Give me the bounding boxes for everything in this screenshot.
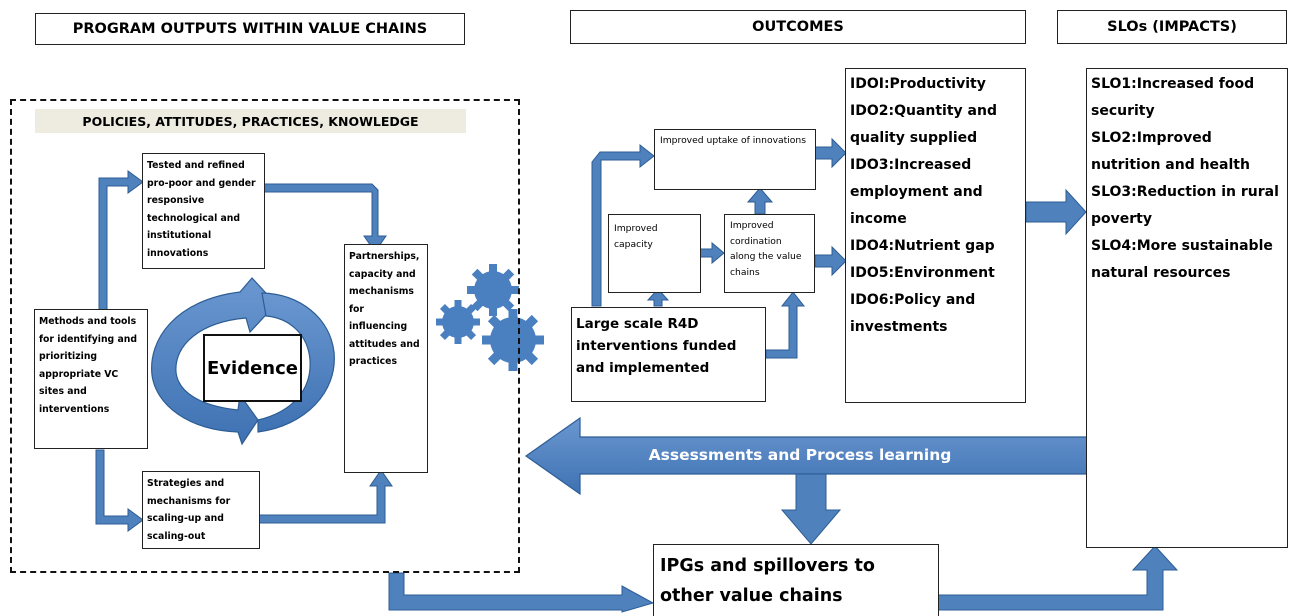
header-slos: SLOs (IMPACTS): [1057, 10, 1287, 44]
slo-box: SLO1:Increased food security SLO2:Improv…: [1086, 68, 1288, 548]
ido-item: IDO2:Quantity and quality supplied: [850, 103, 997, 146]
evidence-cycle-arrows: [151, 277, 335, 446]
arrow-ipgs-to-slo: [937, 545, 1179, 611]
slo-item: SLO3:Reduction in rural poverty: [1091, 184, 1279, 227]
policies-bar: POLICIES, ATTITUDES, PRACTICES, KNOWLEDG…: [35, 109, 466, 133]
evidence-box: Evidence: [203, 334, 302, 402]
ido-item: IDO5:Environment: [850, 265, 995, 281]
program-outputs-region: [10, 99, 520, 573]
arrow-coordination-to-uptake: [746, 187, 774, 215]
header-outcomes: OUTCOMES: [570, 10, 1026, 44]
cycle-arrow-right: [257, 292, 335, 433]
box-improved-coordination: Improved cordination along the value cha…: [724, 214, 815, 293]
arrow-methods-to-strategies: [95, 449, 144, 532]
box-large-scale: Large scale R4D interventions funded and…: [571, 307, 766, 402]
box-strategies: Strategies and mechanisms for scaling-up…: [142, 471, 260, 549]
cycle-arrow-left: [151, 277, 277, 446]
box-tested-refined: Tested and refined pro-poor and gender r…: [142, 153, 265, 269]
arrow-coordination-to-ido: [814, 245, 847, 277]
ido-item: IDO6:Policy and investments: [850, 292, 976, 335]
box-methods-tools: Methods and tools for identifying and pr…: [34, 309, 148, 449]
slo-item: SLO1:Increased food security: [1091, 76, 1255, 119]
slo-item: SLO4:More sustainable natural resources: [1091, 238, 1273, 281]
arrow-ido-to-slo: [1025, 188, 1087, 236]
arrow-capacity-to-coordination: [699, 241, 725, 265]
outcome-connectors: [591, 137, 1087, 359]
arrow-large-to-capacity: [646, 288, 670, 307]
box-partnerships: Partnerships, capacity and mechanisms fo…: [344, 244, 428, 473]
ido-item: IDO3:Increased employment and income: [850, 157, 983, 227]
header-program-outputs: PROGRAM OUTPUTS WITHIN VALUE CHAINS: [35, 13, 465, 45]
arrow-large-to-coordination: [765, 291, 806, 359]
gears-icon: [436, 264, 544, 371]
slo-item: SLO2:Improved nutrition and health: [1091, 130, 1250, 173]
ido-item: IDO4:Nutrient gap: [850, 238, 995, 254]
arrow-outputs-to-ipgs: [388, 572, 655, 613]
ido-item: IDOI:Productivity: [850, 76, 986, 92]
arrow-methods-to-tested: [98, 170, 144, 311]
arrow-assess-to-ipgs: [780, 473, 842, 545]
ido-box: IDOI:Productivity IDO2:Quantity and qual…: [845, 68, 1026, 403]
box-improved-capacity: Improved capacity: [608, 214, 701, 293]
assessments-arrow: [524, 416, 1091, 496]
box-improved-uptake: Improved uptake of innovations: [654, 129, 816, 190]
arrow-uptake-to-ido: [814, 137, 847, 169]
ipgs-box: IPGs and spillovers to other value chain…: [653, 544, 939, 616]
arrow-strategies-to-partnerships: [258, 469, 393, 524]
assessments-label: Assessments and Process learning: [648, 446, 952, 464]
